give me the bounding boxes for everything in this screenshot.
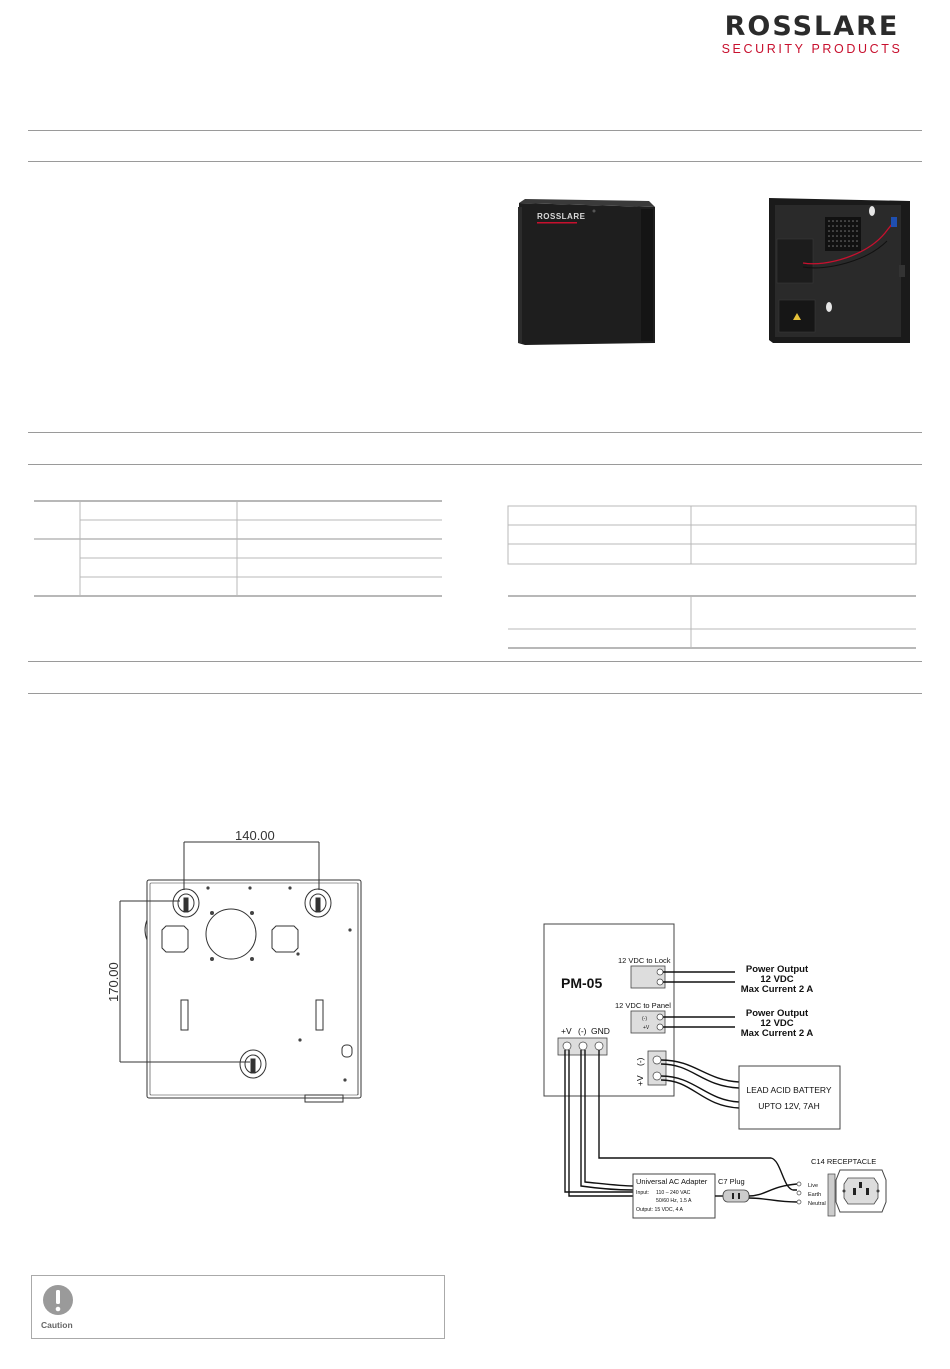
adapter-output-line: Output: 15 VDC, 4 A <box>636 1207 684 1213</box>
adapter-input-line1: 110 – 240 VAC <box>656 1190 691 1196</box>
receptacle-pin-earth: Earth <box>808 1192 821 1198</box>
plug-label: C7 Plug <box>718 1177 745 1186</box>
power-output-2-voltage: 12 VDC <box>760 1018 793 1029</box>
brand-tagline: SECURITY PRODUCTS <box>721 42 903 56</box>
panel-terminal-label: 12 VDC to Panel <box>615 1001 671 1010</box>
section-rule <box>28 130 922 131</box>
section-rule <box>28 161 922 162</box>
adapter-input-line2: 50/60 Hz, 1.5 A <box>656 1198 692 1204</box>
input-label-neg: (-) <box>578 1026 587 1036</box>
adapter-input-label: Input: <box>636 1190 649 1196</box>
spec-table-right-top <box>507 505 917 565</box>
dimension-height-label: 170.00 <box>106 962 121 1002</box>
enclosure-logo-text: ROSSLARE <box>537 212 586 221</box>
dimension-drawing: 140.00 170.00 <box>106 828 362 1103</box>
lock-terminal-block <box>630 965 666 989</box>
lock-terminal-label: 12 VDC to Lock <box>618 956 671 965</box>
battery-terminal-neg: (-) <box>635 1057 645 1066</box>
spec-table-right-bottom <box>508 595 916 649</box>
brand-name: ROSSLARE <box>724 11 900 42</box>
panel-pin-neg: (-) <box>642 1016 647 1022</box>
caution-box: Caution <box>31 1275 445 1339</box>
power-output-2-title: Power Output <box>746 1008 809 1019</box>
caution-icon <box>43 1285 73 1315</box>
power-output-1-title: Power Output <box>746 964 809 975</box>
section-rule <box>28 464 922 465</box>
enclosure-closed-photo: ROSSLARE <box>518 199 655 345</box>
battery-box <box>738 1065 841 1130</box>
battery-box-line1: LEAD ACID BATTERY <box>746 1085 832 1095</box>
input-label-gnd: GND <box>591 1026 610 1036</box>
ac-adapter-box <box>632 1173 716 1219</box>
power-output-2-current: Max Current 2 A <box>741 1028 814 1039</box>
enclosure-open-photo <box>769 198 910 343</box>
caution-label: Caution <box>41 1320 73 1330</box>
battery-terminal-pos: +V <box>635 1075 645 1086</box>
receptacle-pin-live: Live <box>808 1183 818 1189</box>
panel-pin-pos: +V <box>643 1025 650 1031</box>
battery-box-line2: UPTO 12V, 7AH <box>758 1101 819 1111</box>
input-label-pos: +V <box>561 1026 572 1036</box>
power-output-1-current: Max Current 2 A <box>741 984 814 995</box>
receptacle-pin-neutral: Neutral <box>808 1201 826 1207</box>
section-rule <box>28 661 922 662</box>
brand-logo: ROSSLARE SECURITY PRODUCTS <box>706 11 918 57</box>
wiring-diagram: PM-05 12 VDC to Lock 12 VDC to Panel (-)… <box>543 923 887 1219</box>
panel-terminal-block <box>630 1010 666 1034</box>
section-rule <box>28 432 922 433</box>
spec-table-left <box>34 500 442 597</box>
module-label: PM-05 <box>561 975 602 991</box>
receptacle-label: C14 RECEPTACLE <box>811 1157 876 1166</box>
section-rule <box>28 693 922 694</box>
power-output-1-voltage: 12 VDC <box>760 974 793 985</box>
c7-plug <box>722 1189 750 1203</box>
dimension-width-label: 140.00 <box>235 828 275 843</box>
adapter-title: Universal AC Adapter <box>636 1177 708 1186</box>
